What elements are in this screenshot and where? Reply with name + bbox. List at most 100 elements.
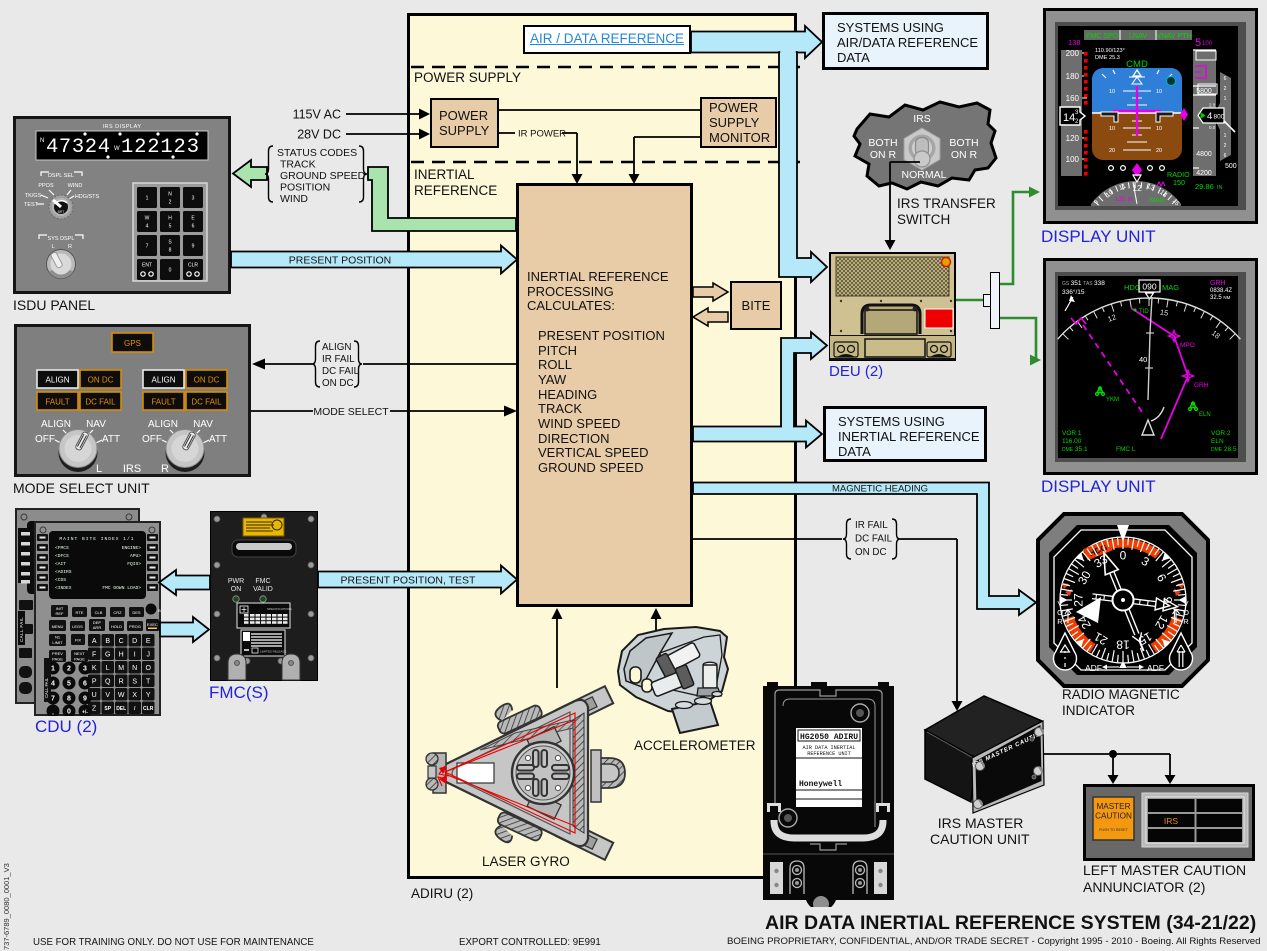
svg-text:LIMIT: LIMIT bbox=[52, 640, 63, 645]
svg-text:X: X bbox=[132, 692, 137, 699]
svg-text:ALIGN: ALIGN bbox=[151, 376, 175, 385]
svg-text:6: 6 bbox=[83, 681, 87, 688]
svg-text:RADIO: RADIO bbox=[1167, 170, 1190, 179]
svg-text:<INDEX: <INDEX bbox=[55, 585, 72, 591]
svg-text:POSITION: POSITION bbox=[280, 182, 330, 194]
svg-text:<AIT: <AIT bbox=[55, 561, 66, 567]
svg-text:O: O bbox=[145, 665, 151, 672]
svg-text:LIMITED RELEASE: LIMITED RELEASE bbox=[260, 650, 287, 654]
svg-text:TEST: TEST bbox=[24, 202, 39, 208]
svg-text:W: W bbox=[118, 692, 125, 699]
svg-text:2: 2 bbox=[67, 666, 71, 673]
svg-text:A: A bbox=[92, 638, 97, 645]
svg-text:ON: ON bbox=[231, 586, 242, 593]
svg-text:YKM: YKM bbox=[1106, 397, 1119, 403]
svg-text:B: B bbox=[105, 638, 110, 645]
svg-text:4200: 4200 bbox=[1196, 170, 1212, 177]
svg-text:ON DC: ON DC bbox=[194, 376, 220, 385]
svg-text:ON DC: ON DC bbox=[322, 378, 354, 389]
svg-text:5: 5 bbox=[169, 224, 172, 230]
svg-text:R: R bbox=[1057, 617, 1063, 626]
svg-text:O: O bbox=[1183, 608, 1189, 617]
svg-text:FMC L: FMC L bbox=[1116, 446, 1136, 453]
svg-text:S: S bbox=[132, 679, 137, 686]
svg-text:FQIS>: FQIS> bbox=[127, 561, 141, 567]
svg-text:<DFCS: <DFCS bbox=[55, 553, 69, 559]
svg-text:CLB: CLB bbox=[95, 610, 103, 615]
svg-text:IRS: IRS bbox=[913, 113, 931, 125]
svg-text:FAULT: FAULT bbox=[151, 398, 175, 407]
svg-text:DME 35.1: DME 35.1 bbox=[1062, 446, 1088, 453]
svg-text:R: R bbox=[161, 463, 169, 475]
svg-text:28V DC: 28V DC bbox=[297, 128, 341, 142]
svg-text:PUSH TO RESET: PUSH TO RESET bbox=[1099, 828, 1129, 832]
svg-text:336°/15: 336°/15 bbox=[1062, 288, 1085, 296]
svg-text:VOR 1: VOR 1 bbox=[1062, 430, 1082, 437]
svg-text:C: C bbox=[119, 638, 124, 645]
svg-text:ON R: ON R bbox=[870, 149, 897, 161]
svg-text:120: 120 bbox=[1066, 134, 1080, 143]
svg-text:9: 9 bbox=[192, 244, 195, 250]
svg-text:8: 8 bbox=[67, 696, 71, 703]
svg-text:40: 40 bbox=[1139, 355, 1147, 364]
svg-text:6: 6 bbox=[192, 224, 195, 230]
svg-text:G: G bbox=[105, 652, 110, 659]
svg-text:IRS: IRS bbox=[1164, 816, 1179, 826]
svg-text:<FMCS: <FMCS bbox=[55, 545, 69, 551]
svg-text:BOTH: BOTH bbox=[868, 137, 897, 149]
svg-text:CALL FAIL: CALL FAIL bbox=[19, 617, 24, 642]
svg-text:DES: DES bbox=[132, 610, 141, 615]
svg-text:FMC: FMC bbox=[255, 578, 270, 585]
svg-text:D: D bbox=[132, 638, 137, 645]
svg-text:18: 18 bbox=[1116, 638, 1130, 652]
svg-text:L: L bbox=[51, 244, 54, 250]
svg-text:4: 4 bbox=[51, 681, 55, 688]
svg-text:10: 10 bbox=[1105, 189, 1116, 199]
svg-text:32.5 NM: 32.5 NM bbox=[1210, 295, 1231, 301]
svg-text:MAG: MAG bbox=[1150, 197, 1165, 204]
svg-text:5: 5 bbox=[67, 681, 71, 688]
svg-text:12: 12 bbox=[1132, 183, 1142, 193]
svg-text:HOLD: HOLD bbox=[111, 624, 122, 629]
svg-text:ALIGN: ALIGN bbox=[148, 419, 178, 430]
svg-text:20: 20 bbox=[1109, 148, 1115, 154]
svg-text:MODE SELECT: MODE SELECT bbox=[313, 406, 389, 418]
svg-text:15: 15 bbox=[1159, 308, 1169, 318]
svg-text:9: 9 bbox=[1093, 199, 1100, 206]
svg-text:3: 3 bbox=[83, 666, 87, 673]
svg-text:BOTH: BOTH bbox=[949, 137, 978, 149]
svg-text:GRH: GRH bbox=[1194, 382, 1209, 389]
svg-text:138: 138 bbox=[1068, 38, 1081, 47]
svg-text:27: 27 bbox=[1072, 593, 1086, 607]
svg-text:NEXT: NEXT bbox=[74, 651, 85, 656]
svg-text:BRT: BRT bbox=[58, 210, 65, 214]
svg-text:DC FAIL: DC FAIL bbox=[855, 534, 893, 545]
svg-text:PREV: PREV bbox=[52, 651, 63, 656]
svg-text:DEL: DEL bbox=[116, 706, 126, 712]
svg-text:N: N bbox=[168, 192, 172, 198]
svg-text:LEGS: LEGS bbox=[72, 624, 83, 629]
svg-text:Honeywell: Honeywell bbox=[799, 780, 842, 789]
svg-text:CRZ: CRZ bbox=[113, 610, 122, 615]
svg-text:STATUS CODES: STATUS CODES bbox=[277, 147, 357, 159]
svg-text:IRS DISPLAY: IRS DISPLAY bbox=[102, 124, 141, 130]
svg-text:3: 3 bbox=[1075, 110, 1079, 116]
svg-text:W: W bbox=[145, 216, 150, 222]
svg-text:NAV: NAV bbox=[193, 419, 213, 430]
svg-text:IN: IN bbox=[1217, 185, 1223, 191]
svg-text:6: 6 bbox=[1224, 76, 1227, 82]
svg-text:TID: TID bbox=[1139, 309, 1149, 315]
svg-text:200: 200 bbox=[1066, 49, 1080, 58]
svg-text:/: / bbox=[134, 706, 136, 712]
svg-text:IR FAIL: IR FAIL bbox=[322, 354, 355, 365]
svg-text:116.00: 116.00 bbox=[1062, 438, 1082, 445]
svg-text:HDG/STS: HDG/STS bbox=[75, 194, 100, 200]
svg-text:MASTER: MASTER bbox=[1096, 802, 1130, 811]
svg-text:ELN: ELN bbox=[1199, 412, 1211, 418]
svg-text:100: 100 bbox=[1202, 41, 1213, 47]
svg-text:FMC SPD: FMC SPD bbox=[1086, 31, 1118, 40]
svg-text:NAV: NAV bbox=[86, 419, 106, 430]
svg-text:IRS: IRS bbox=[123, 463, 141, 475]
svg-text:SP: SP bbox=[104, 706, 111, 712]
svg-text:Y: Y bbox=[146, 692, 151, 699]
